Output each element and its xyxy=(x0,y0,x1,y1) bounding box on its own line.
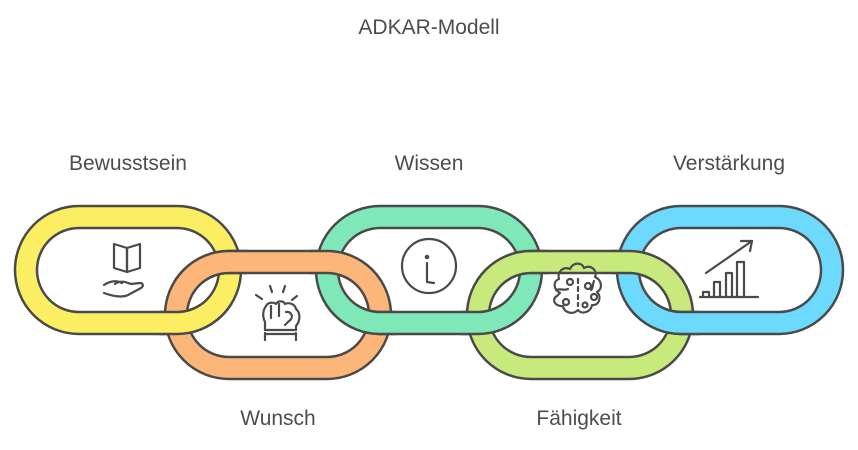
link-overlap-top xyxy=(173,249,247,281)
link-overlap-top xyxy=(611,249,685,281)
link-overlap-top xyxy=(475,249,548,281)
label-knowledge: Wissen xyxy=(394,152,464,175)
label-awareness: Bewusstsein xyxy=(69,152,187,175)
link-overlap-bottom xyxy=(461,304,534,336)
chain-link-reinforcement xyxy=(615,204,845,336)
info-circle-icon xyxy=(400,237,458,295)
link-overlap-bottom xyxy=(159,304,233,336)
book-in-hand-icon xyxy=(102,242,144,298)
label-ability: Fähigkeit xyxy=(536,407,622,430)
raised-fist-icon xyxy=(254,284,301,342)
label-reinforcement: Verstärkung xyxy=(672,152,786,175)
link-overlap-bottom xyxy=(324,304,397,336)
label-desire: Wunsch xyxy=(240,407,316,430)
growth-chart-icon xyxy=(698,239,760,299)
link-overlap-top xyxy=(310,249,383,281)
link-overlap-bottom xyxy=(625,304,699,336)
brain-cell-icon xyxy=(553,262,602,314)
diagram-title: ADKAR-Modell xyxy=(358,16,500,39)
